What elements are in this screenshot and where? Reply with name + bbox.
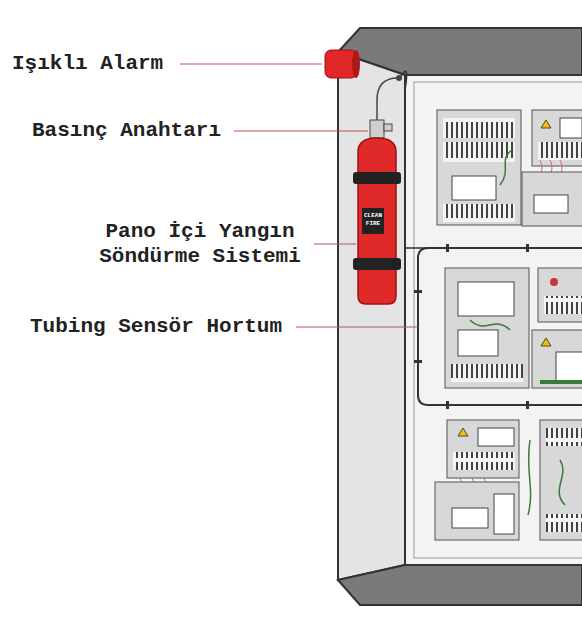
mounting-strap (353, 172, 401, 184)
terminal-strip (544, 296, 582, 314)
leader-line (314, 244, 356, 245)
tube-clips (414, 244, 529, 409)
terminal-strip (546, 428, 582, 446)
terminal-strip (443, 142, 515, 162)
component-box (538, 268, 582, 322)
cabinet-interior (405, 75, 582, 565)
callout-label: Tubing Sensör Hortum (30, 314, 310, 340)
display-window (458, 330, 498, 356)
warning-triangle (541, 120, 551, 128)
wire (500, 150, 512, 185)
callout-label: Işıklı Alarm (12, 51, 212, 77)
terminal-strip (453, 452, 515, 470)
mounting-strap (353, 258, 401, 270)
component-group (445, 268, 582, 388)
extinguisher-label-plate (362, 208, 384, 234)
component-group (435, 420, 582, 540)
component-box (522, 172, 582, 226)
extinguisher-cylinder (358, 138, 396, 304)
display-window (458, 282, 514, 316)
light-alarm-base (352, 50, 360, 78)
mounting-plate (414, 82, 582, 558)
indicator-lamp (550, 278, 558, 286)
display-window (494, 494, 514, 534)
component-box (532, 330, 582, 388)
warning-triangle (458, 428, 468, 436)
wire (528, 440, 565, 515)
pressure-switch-port (384, 124, 392, 131)
display-window (478, 428, 514, 446)
hose-fitting (396, 75, 402, 81)
component-box (437, 110, 521, 225)
warning-triangle (541, 338, 551, 346)
display-window (452, 176, 496, 200)
terminal-strip (546, 514, 582, 532)
display-window (452, 508, 488, 528)
display-window (534, 195, 568, 213)
wire (470, 320, 510, 330)
pressure-switch (370, 120, 384, 138)
leader-lines (180, 64, 418, 327)
component-box (445, 268, 529, 388)
display-window (560, 118, 582, 138)
component-box (532, 110, 582, 166)
terminal-strip (538, 142, 582, 160)
sensor-tubing (400, 71, 428, 248)
cabinet-bottom (338, 565, 582, 605)
leader-line (180, 64, 322, 65)
component-box (435, 482, 519, 540)
terminal-strip (443, 204, 515, 222)
terminal-strip (451, 364, 523, 382)
leader-line (296, 327, 418, 328)
terminal-strip (443, 118, 515, 138)
display-window (556, 352, 582, 382)
leader-line (234, 131, 368, 132)
callout-label: Pano İçi Yangın Söndürme Sistemi (94, 219, 306, 269)
component-group (437, 110, 582, 226)
component-box (447, 420, 519, 478)
callout-label: Basınç Anahtarı (32, 118, 252, 144)
cylinder-label: CLEAN FIRE (362, 212, 384, 228)
terminal-leds (540, 380, 582, 384)
